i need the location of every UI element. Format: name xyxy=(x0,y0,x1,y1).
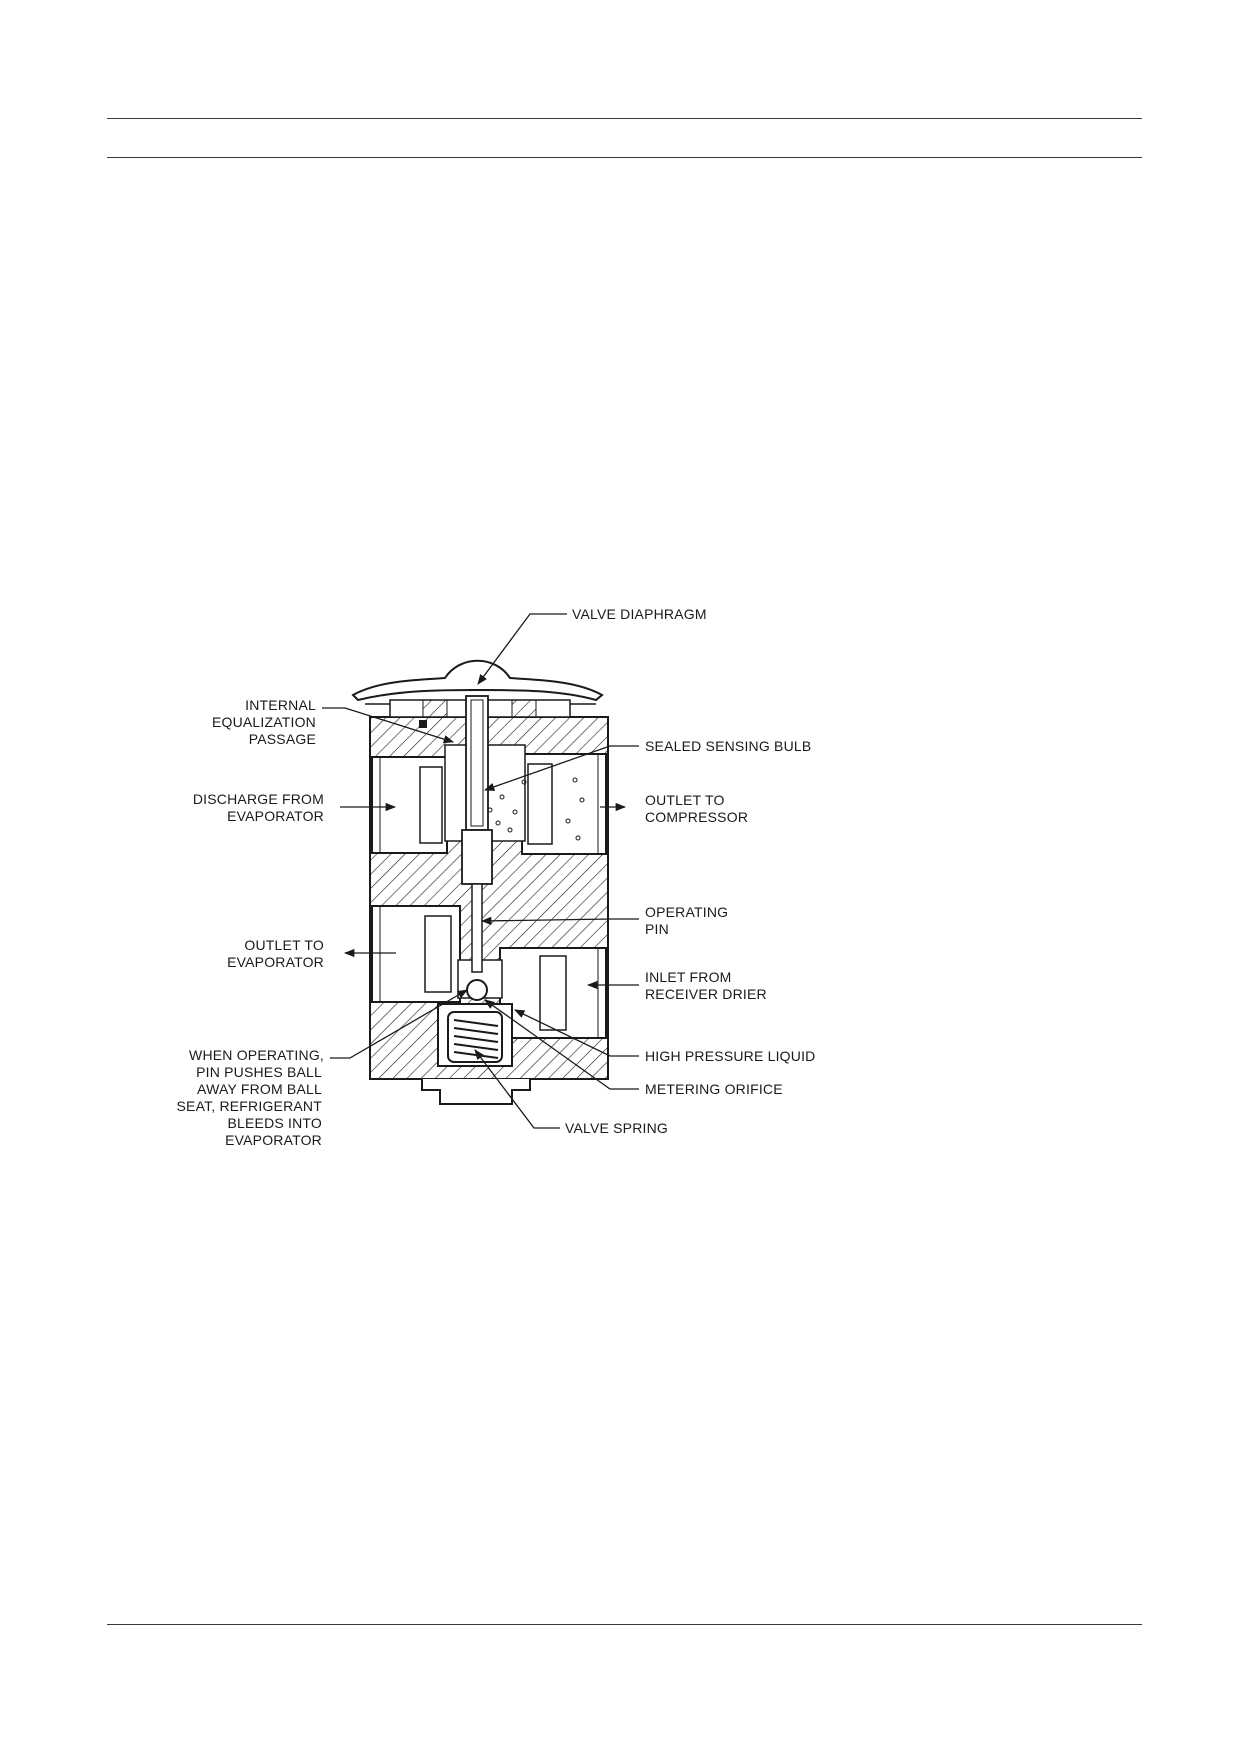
operating-pin-assembly xyxy=(461,695,493,1001)
label-when-operating-3: AWAY FROM BALL xyxy=(197,1081,322,1097)
valve-spring-coil xyxy=(447,1011,503,1063)
label-operating-pin-2: PIN xyxy=(645,921,669,937)
header-rule-top xyxy=(107,118,1142,119)
discharge-port xyxy=(371,756,448,854)
label-inlet-from-2: RECEIVER DRIER xyxy=(645,986,767,1002)
inlet-port xyxy=(499,947,607,1039)
label-sealed-sensing-bulb: SEALED SENSING BULB xyxy=(645,738,811,754)
label-when-operating-5: BLEEDS INTO xyxy=(227,1115,322,1131)
refrigerant-dots xyxy=(487,777,585,841)
label-valve-spring: VALVE SPRING xyxy=(565,1120,668,1136)
label-when-operating-1: WHEN OPERATING, xyxy=(189,1047,324,1063)
label-discharge-from-2: EVAPORATOR xyxy=(227,808,324,824)
label-outlet-to-evaporator-2: EVAPORATOR xyxy=(227,954,324,970)
footer-rule xyxy=(107,1624,1142,1625)
label-valve-diaphragm: VALVE DIAPHRAGM xyxy=(572,606,707,622)
label-operating-pin: OPERATING xyxy=(645,904,728,920)
label-outlet-to-compressor-2: COMPRESSOR xyxy=(645,809,748,825)
label-internal-equalization: INTERNAL xyxy=(245,697,316,713)
label-when-operating-4: SEAT, REFRIGERANT xyxy=(177,1098,323,1114)
bottom-cap xyxy=(421,1079,531,1105)
label-high-pressure-liquid: HIGH PRESSURE LIQUID xyxy=(645,1048,815,1064)
label-discharge-from: DISCHARGE FROM xyxy=(193,791,324,807)
evaporator-outlet-port xyxy=(371,905,461,1003)
label-metering-orifice: METERING ORIFICE xyxy=(645,1081,783,1097)
label-when-operating-2: PIN PUSHES BALL xyxy=(196,1064,322,1080)
label-when-operating-6: EVAPORATOR xyxy=(225,1132,322,1148)
ball xyxy=(466,979,488,1001)
label-internal-equalization-2: EQUALIZATION xyxy=(212,714,316,730)
label-outlet-to-compressor: OUTLET TO xyxy=(645,792,725,808)
sensing-bulb-stem xyxy=(465,695,489,831)
header-rule-bottom xyxy=(107,157,1142,158)
label-internal-equalization-3: PASSAGE xyxy=(249,731,316,747)
label-outlet-to-evaporator: OUTLET TO xyxy=(244,937,324,953)
operating-pin xyxy=(471,883,483,973)
compressor-port xyxy=(521,753,607,855)
label-inlet-from: INLET FROM xyxy=(645,969,732,985)
leader-lines xyxy=(322,613,639,1129)
diagram-labels: VALVE DIAPHRAGM INTERNAL EQUALIZATION PA… xyxy=(177,606,816,1148)
